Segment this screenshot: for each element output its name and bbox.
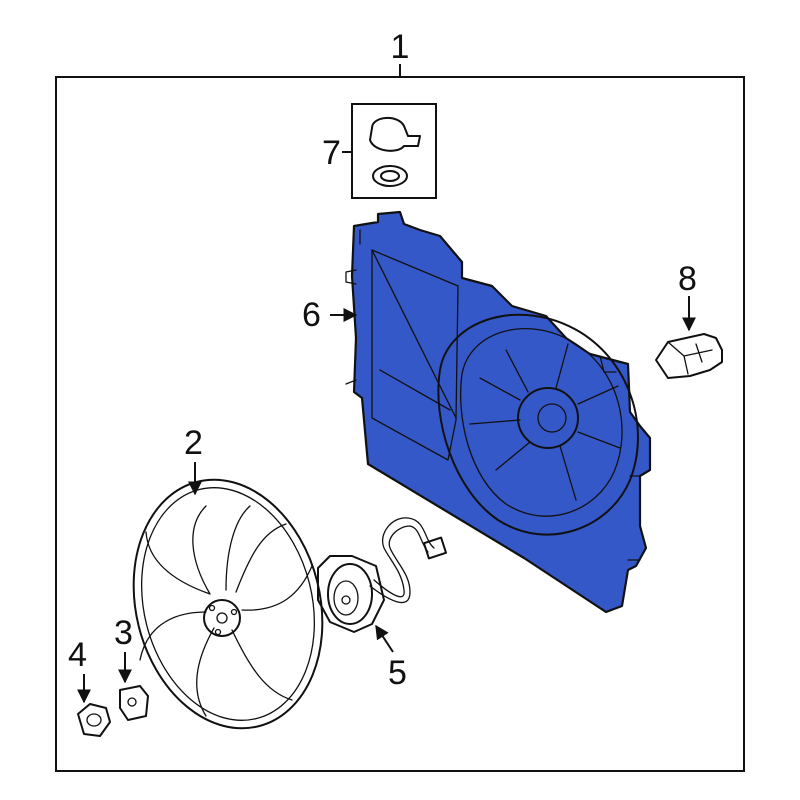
motor-connector [422, 536, 448, 560]
callout-7[interactable]: 7 [322, 134, 341, 172]
callout-5-leader [375, 624, 394, 653]
motor-wire-2 [369, 525, 429, 604]
shroud-inner-panel [371, 249, 459, 461]
motor-flange [317, 555, 385, 633]
fan-blades [139, 505, 313, 717]
part-4-nut[interactable] [77, 703, 111, 737]
fan-hub-hole [216, 612, 228, 624]
fan-hub-bolt-2 [230, 608, 238, 616]
clip-hole [127, 697, 137, 707]
callout-5[interactable]: 5 [388, 654, 407, 692]
callout-4[interactable]: 4 [68, 636, 87, 674]
callout-6[interactable]: 6 [302, 296, 321, 334]
motor-can [327, 563, 373, 625]
callout-3[interactable]: 3 [114, 614, 133, 652]
shroud-ring-outer [437, 313, 639, 536]
fan-inner-rim [140, 487, 316, 721]
shroud-edge-details [345, 229, 641, 561]
part-7-grommet-outer [372, 165, 408, 187]
fan-hub-bolt-3 [214, 628, 222, 636]
shroud-hub [517, 387, 579, 449]
fan-hub [203, 599, 241, 637]
part-7-cap [369, 117, 421, 152]
part-5-fan-motor[interactable] [317, 517, 448, 633]
shroud-spokes [469, 343, 621, 501]
shroud-ring-inner [460, 328, 623, 517]
motor-wire [373, 517, 435, 598]
part-6-fan-shroud[interactable] [345, 210, 652, 614]
fan-hub-bolt-1 [208, 604, 216, 612]
part-7-cap-grommet[interactable] [351, 103, 437, 199]
callout-1[interactable]: 1 [391, 28, 410, 66]
callout-8[interactable]: 8 [678, 260, 697, 298]
part-8-resistor[interactable] [655, 333, 723, 379]
motor-shaft [341, 595, 351, 605]
motor-face [333, 580, 359, 616]
part-2-fan-blade[interactable] [108, 459, 347, 748]
clip-body [119, 685, 149, 721]
part-7-grommet-inner [380, 170, 400, 182]
nut-hole [86, 713, 102, 727]
shroud-hub-center [537, 403, 567, 433]
part-3-clip[interactable] [119, 685, 149, 721]
shroud-body [350, 210, 652, 614]
part-8-body [655, 333, 723, 379]
part-8-detail [667, 341, 713, 375]
fan-outer-rim [132, 478, 324, 730]
callout-2[interactable]: 2 [184, 424, 203, 462]
nut-body [77, 703, 111, 737]
